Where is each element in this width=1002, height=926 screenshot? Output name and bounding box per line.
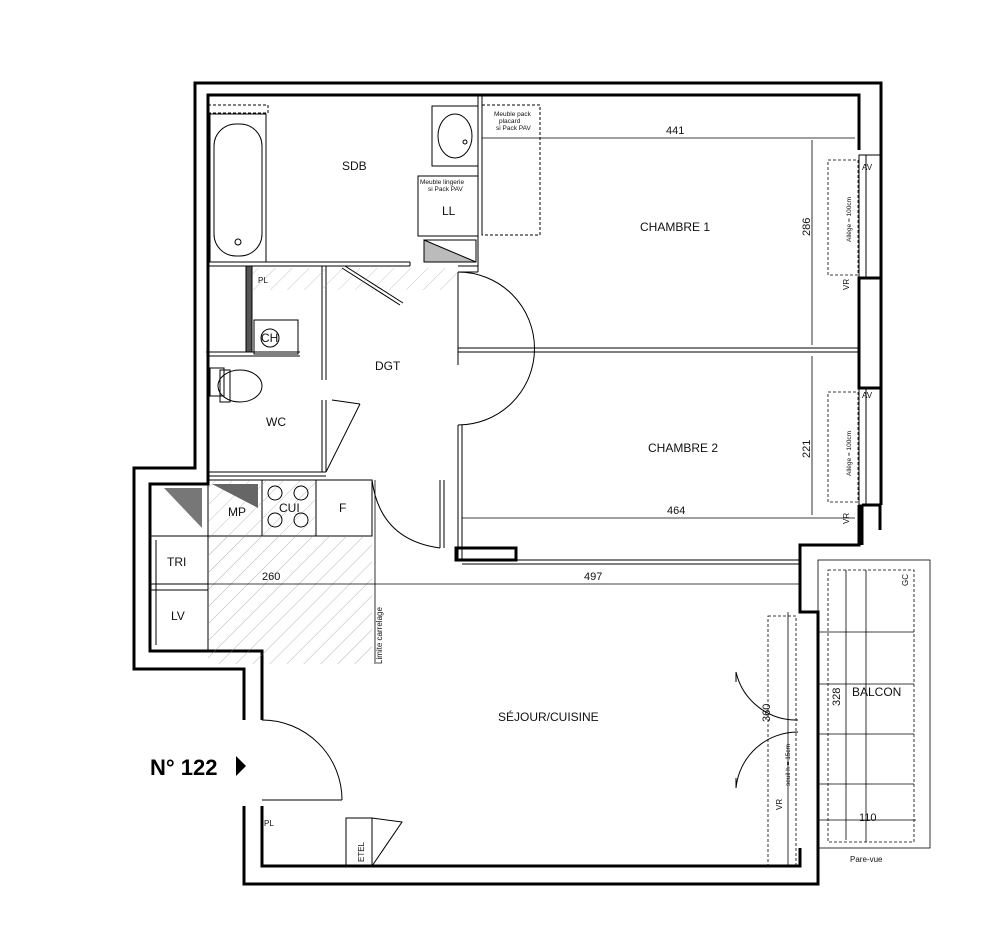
bathtub: [207, 104, 269, 263]
mp-wedge: [164, 484, 258, 528]
label-f: F: [339, 501, 346, 515]
room-balcon: BALCON: [852, 685, 901, 699]
label-etel: ETEL: [357, 841, 366, 862]
unit-number: N° 122: [150, 755, 218, 780]
label-av1: AV: [862, 163, 873, 172]
dim-464: 464: [667, 505, 685, 517]
dim-260: 260: [262, 571, 280, 583]
room-sdb: SDB: [342, 159, 367, 173]
washbasin: [431, 104, 541, 236]
room-chambre1: CHAMBRE 1: [640, 220, 710, 234]
room-labels: SDB CHAMBRE 1 CHAMBRE 2 DGT WC SÉJOUR/CU…: [266, 159, 901, 724]
laundry-ll: [417, 175, 479, 263]
dim-328: 328: [831, 688, 843, 706]
etel-cabinet: [345, 817, 403, 868]
fixture-labels: LL PL PL CH MP CUI F TRI LV ETEL AV AV V…: [167, 163, 910, 862]
arrow-right-icon: [236, 756, 246, 776]
balcony-grid: [817, 559, 931, 849]
kitchen-corridor-door: [325, 399, 445, 549]
label-pl-top: PL: [258, 276, 268, 285]
label-pl-bottom: PL: [264, 819, 274, 828]
label-vr1: VR: [842, 279, 851, 290]
label-mp: MP: [228, 505, 246, 519]
right-windows: [857, 154, 883, 506]
window-frames: [206, 159, 915, 867]
note-limite-carrelage: Limite carrelage: [375, 607, 384, 664]
note-pare-vue: Pare-vue: [850, 855, 883, 864]
dim-110: 110: [859, 812, 877, 824]
label-ch: CH: [261, 331, 278, 345]
dim-497: 497: [584, 571, 602, 583]
label-vr2: VR: [842, 513, 851, 524]
label-vr3: VR: [775, 799, 784, 810]
dimension-labels: 441 286 221 464 497 260 360 328 110: [262, 125, 877, 824]
label-tri: TRI: [167, 555, 186, 569]
dimension-lines: [150, 137, 916, 866]
note-allege-1: Allège = 100cm: [846, 197, 853, 242]
note-meuble-lingerie-1: Meuble lingerie: [420, 179, 464, 186]
kitchen-stove: [267, 485, 309, 528]
room-chambre2: CHAMBRE 2: [648, 441, 718, 455]
note-seuil: seuil h = 15cm: [785, 744, 792, 786]
note-meuble-pack-3: si Pack PAV: [496, 125, 531, 132]
room-wc: WC: [266, 415, 286, 429]
label-av2: AV: [862, 391, 873, 400]
label-gc: GC: [901, 574, 910, 586]
dim-221: 221: [801, 440, 813, 458]
dim-360: 360: [761, 704, 773, 722]
dim-441: 441: [666, 125, 684, 137]
room-dgt: DGT: [375, 359, 401, 373]
dim-286: 286: [801, 218, 813, 236]
label-lv: LV: [171, 609, 185, 623]
note-meuble-pack-1: Meuble pack: [494, 111, 532, 118]
note-meuble-lingerie-2: si Pack PAV: [428, 186, 463, 193]
right-wall-segments: [857, 278, 883, 545]
wall-stub: [454, 546, 518, 562]
room-sejour: SÉJOUR/CUISINE: [498, 709, 599, 724]
note-labels: Meuble pack placard si Pack PAV Meuble l…: [375, 111, 883, 864]
note-allege-2: Allège = 100cm: [846, 431, 853, 476]
label-cui: CUI: [279, 501, 300, 515]
boiler: [253, 319, 299, 355]
note-meuble-pack-2: placard: [499, 118, 521, 125]
label-ll: LL: [442, 204, 456, 218]
